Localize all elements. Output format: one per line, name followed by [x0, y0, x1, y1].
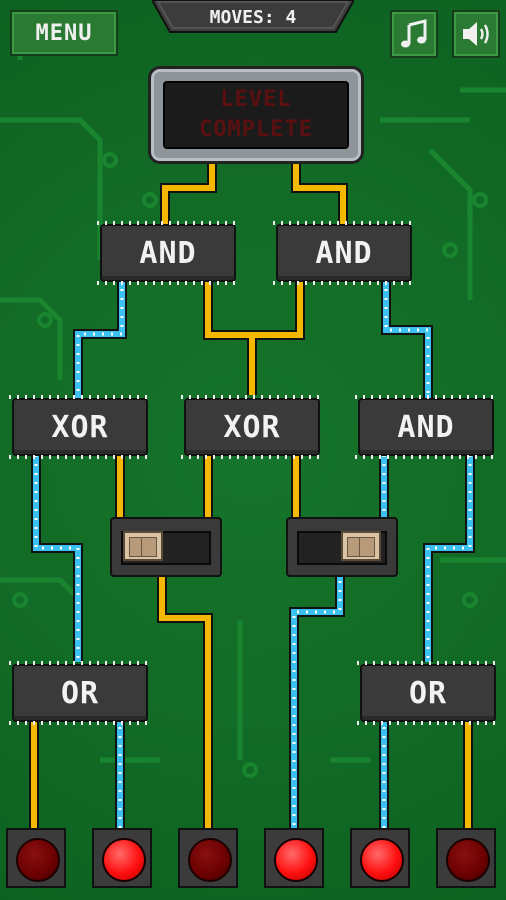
- output-4: [264, 828, 324, 888]
- display-line-2: COMPLETE: [199, 117, 313, 142]
- music-button[interactable]: [390, 10, 438, 58]
- output-5: [350, 828, 410, 888]
- gate-or-low-left: OR: [9, 661, 151, 725]
- led-indicator: [360, 838, 404, 882]
- music-note-icon: [401, 19, 427, 48]
- gate-and-top-left: AND: [97, 221, 239, 285]
- led-indicator: [188, 838, 232, 882]
- output-1: [6, 828, 66, 888]
- led-indicator: [102, 838, 146, 882]
- gate-and-mid-right: AND: [355, 395, 497, 459]
- output-6: [436, 828, 496, 888]
- moves-counter: MOVES: 4: [152, 0, 354, 34]
- gate-and-top-right: AND: [273, 221, 415, 285]
- switch-knob[interactable]: [341, 531, 381, 561]
- led-indicator: [16, 838, 60, 882]
- led-indicator: [274, 838, 318, 882]
- status-display: LEVEL COMPLETE: [148, 66, 364, 164]
- gate-xor-mid-left: XOR: [9, 395, 151, 459]
- led-indicator: [446, 838, 490, 882]
- menu-button[interactable]: MENU: [10, 10, 118, 56]
- switch-knob[interactable]: [123, 531, 163, 561]
- output-3: [178, 828, 238, 888]
- toggle-switch-right[interactable]: [286, 517, 398, 577]
- moves-banner: [152, 0, 354, 33]
- display-screen: LEVEL COMPLETE: [163, 81, 349, 149]
- toggle-switch-left[interactable]: [110, 517, 222, 577]
- speaker-icon: [463, 22, 489, 46]
- gate-xor-mid-center: XOR: [181, 395, 323, 459]
- sound-button[interactable]: [452, 10, 500, 58]
- display-line-1: LEVEL: [220, 87, 292, 112]
- moves-label: MOVES: 4: [209, 6, 297, 28]
- gate-or-low-right: OR: [357, 661, 499, 725]
- output-2: [92, 828, 152, 888]
